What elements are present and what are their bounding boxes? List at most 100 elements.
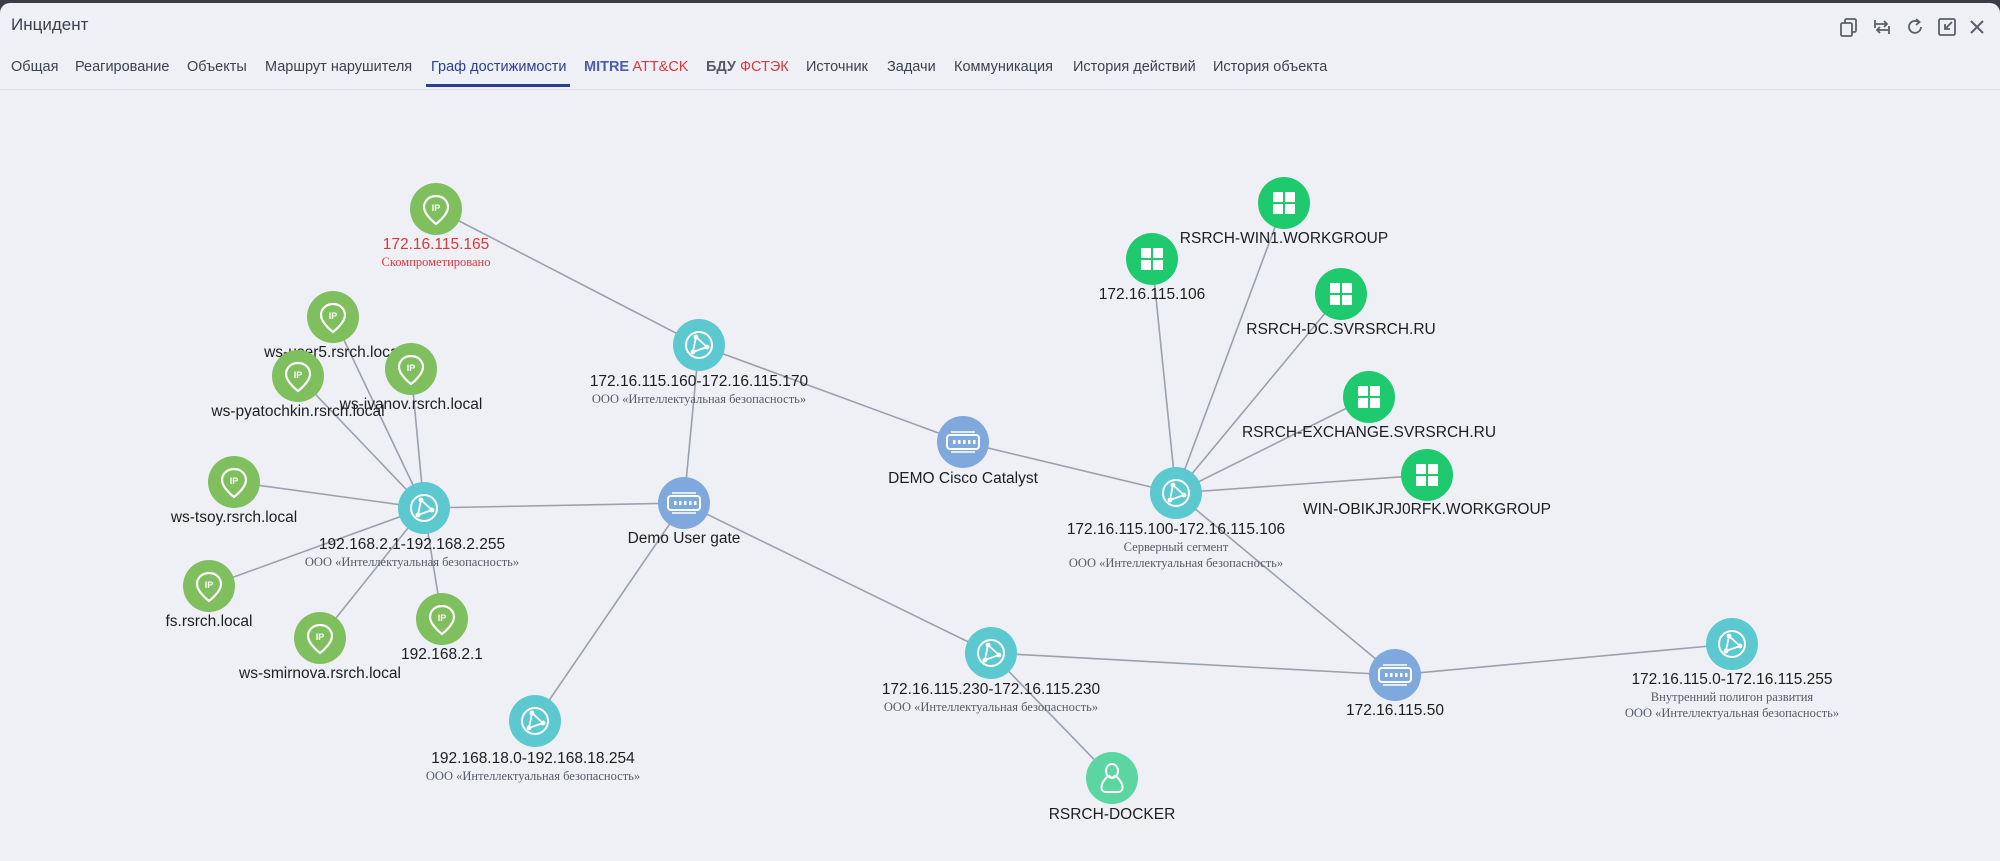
graph-edge [534, 502, 685, 722]
tab-action-history[interactable]: История действий [1073, 59, 1196, 75]
node-ip-165[interactable]: IP [410, 183, 462, 235]
graph-edge [1394, 643, 1733, 676]
graph-edge [297, 375, 425, 509]
node-circle [673, 319, 725, 371]
node-circle [294, 612, 346, 664]
node-obik[interactable] [1401, 449, 1453, 501]
node-win1[interactable] [1258, 177, 1310, 229]
node-label: RSRCH-WIN1.WORKGROUP [1180, 230, 1388, 247]
tab-bdu-fstec[interactable]: БДУ ФСТЭК [706, 59, 789, 75]
graph-edges [208, 202, 1733, 779]
ip-pin-icon: IP [306, 623, 334, 655]
node-circle [1401, 449, 1453, 501]
tab-reachability-graph[interactable]: Граф достижимости [431, 59, 567, 75]
node-subnet-0[interactable] [1706, 618, 1758, 670]
graph-edge [423, 502, 685, 509]
node-sublabel: ООО «Интеллектуальная безопасность» [426, 769, 640, 783]
node-sublabel: ООО «Интеллектуальная безопасность» [1069, 556, 1283, 570]
node-subnet-2[interactable] [398, 482, 450, 534]
node-circle [1258, 177, 1310, 229]
node-ip-2-1[interactable]: IP [416, 593, 468, 645]
copy-icon[interactable] [1838, 16, 1860, 38]
node-label: 172.16.115.50 [1346, 702, 1444, 719]
svg-text:IP: IP [432, 203, 441, 213]
graph-edge [698, 344, 964, 443]
tab-object-history[interactable]: История объекта [1213, 59, 1328, 75]
active-tab-indicator [426, 84, 570, 87]
node-subnet-100[interactable] [1150, 467, 1202, 519]
node-circle [1150, 467, 1202, 519]
svg-text:IP: IP [407, 363, 416, 373]
switch-icon [667, 492, 701, 514]
node-ws-user5[interactable]: IP [307, 291, 359, 343]
window-title: Инцидент [11, 15, 89, 34]
node-subnet-160[interactable] [673, 319, 725, 371]
node-label: RSRCH-DOCKER [1049, 806, 1176, 823]
node-ws-smirnova[interactable]: IP [294, 612, 346, 664]
node-label: 192.168.2.1 [401, 646, 483, 663]
tab-attacker-route[interactable]: Маршрут нарушителя [265, 59, 413, 75]
node-label: 172.16.115.0-172.16.115.255 [1631, 671, 1832, 688]
svg-text:IP: IP [316, 632, 325, 642]
node-label: Demo User gate [628, 530, 741, 547]
node-dc[interactable] [1315, 268, 1367, 320]
node-sw-50[interactable] [1369, 649, 1421, 701]
tab-source[interactable]: Источник [806, 59, 868, 75]
node-label: WIN-OBIKJRJ0RFK.WORKGROUP [1303, 501, 1551, 518]
tab-mitre-attack[interactable]: MITRE ATT&CK [584, 59, 689, 75]
graph-edge [683, 344, 700, 504]
node-fs[interactable]: IP [183, 560, 235, 612]
ip-pin-icon: IP [428, 604, 456, 636]
title-bar: Инцидент [0, 3, 2000, 47]
graph-edge [1175, 474, 1428, 494]
node-sublabel: ООО «Интеллектуальная безопасность» [592, 392, 806, 406]
node-exchange[interactable] [1343, 371, 1395, 423]
node-ws-tsoy[interactable]: IP [208, 456, 260, 508]
ip-pin-icon: IP [319, 302, 347, 334]
node-circle [307, 291, 359, 343]
node-sublabel: ООО «Интеллектуальная безопасность» [1625, 706, 1839, 720]
close-icon[interactable] [1966, 16, 1988, 38]
node-circle [183, 560, 235, 612]
graph-edge [1175, 492, 1396, 676]
node-circle [1706, 618, 1758, 670]
node-label: ws-smirnova.rsrch.local [238, 665, 401, 682]
node-circle [398, 482, 450, 534]
tab-tasks[interactable]: Задачи [887, 59, 936, 75]
reachability-graph[interactable]: IP172.16.115.165СкомпрометированоIPws-us… [0, 3, 2000, 861]
subnet-icon [685, 331, 713, 359]
node-docker[interactable] [1086, 752, 1138, 804]
tab-general[interactable]: Общая [11, 59, 59, 75]
node-ws-ivanov[interactable]: IP [385, 343, 437, 395]
node-label: 172.16.115.230-172.16.115.230 [882, 681, 1101, 698]
graph-edge [683, 502, 992, 654]
svg-text:IP: IP [329, 311, 338, 321]
node-ws-pyatochkin[interactable]: IP [272, 350, 324, 402]
graph-edge [990, 652, 1396, 676]
ip-pin-icon: IP [195, 571, 223, 603]
node-demo-gate[interactable] [658, 477, 710, 529]
collapse-icon[interactable] [1936, 16, 1958, 38]
node-label: ws-tsoy.rsrch.local [170, 509, 297, 526]
node-subnet-230[interactable] [965, 627, 1017, 679]
tab-response[interactable]: Реагирование [75, 59, 170, 75]
tab-communication[interactable]: Коммуникация [954, 59, 1053, 75]
node-label: 172.16.115.106 [1099, 286, 1206, 303]
graph-nodes: IP172.16.115.165СкомпрометированоIPws-us… [166, 177, 1839, 823]
node-circle [416, 593, 468, 645]
refresh-icon[interactable] [1904, 16, 1926, 38]
svg-text:IP: IP [294, 370, 303, 380]
node-sublabel: ООО «Интеллектуальная безопасность» [884, 700, 1098, 714]
node-catalyst[interactable] [937, 416, 989, 468]
node-sublabel: Внутренний полигон развития [1651, 690, 1814, 704]
tab-objects[interactable]: Объекты [187, 59, 247, 75]
graph-edge [1175, 396, 1370, 494]
node-label: ws-ivanov.rsrch.local [339, 396, 483, 413]
node-subnet-18[interactable] [509, 695, 561, 747]
node-win-106[interactable] [1126, 233, 1178, 285]
node-label: ws-pyatochkin.rsrch.local [210, 403, 384, 420]
subnet-icon [1718, 630, 1746, 658]
node-label: 172.16.115.160-172.16.115.170 [590, 373, 809, 390]
node-label: DEMO Cisco Catalyst [888, 470, 1039, 487]
swap-icon[interactable] [1871, 16, 1893, 38]
